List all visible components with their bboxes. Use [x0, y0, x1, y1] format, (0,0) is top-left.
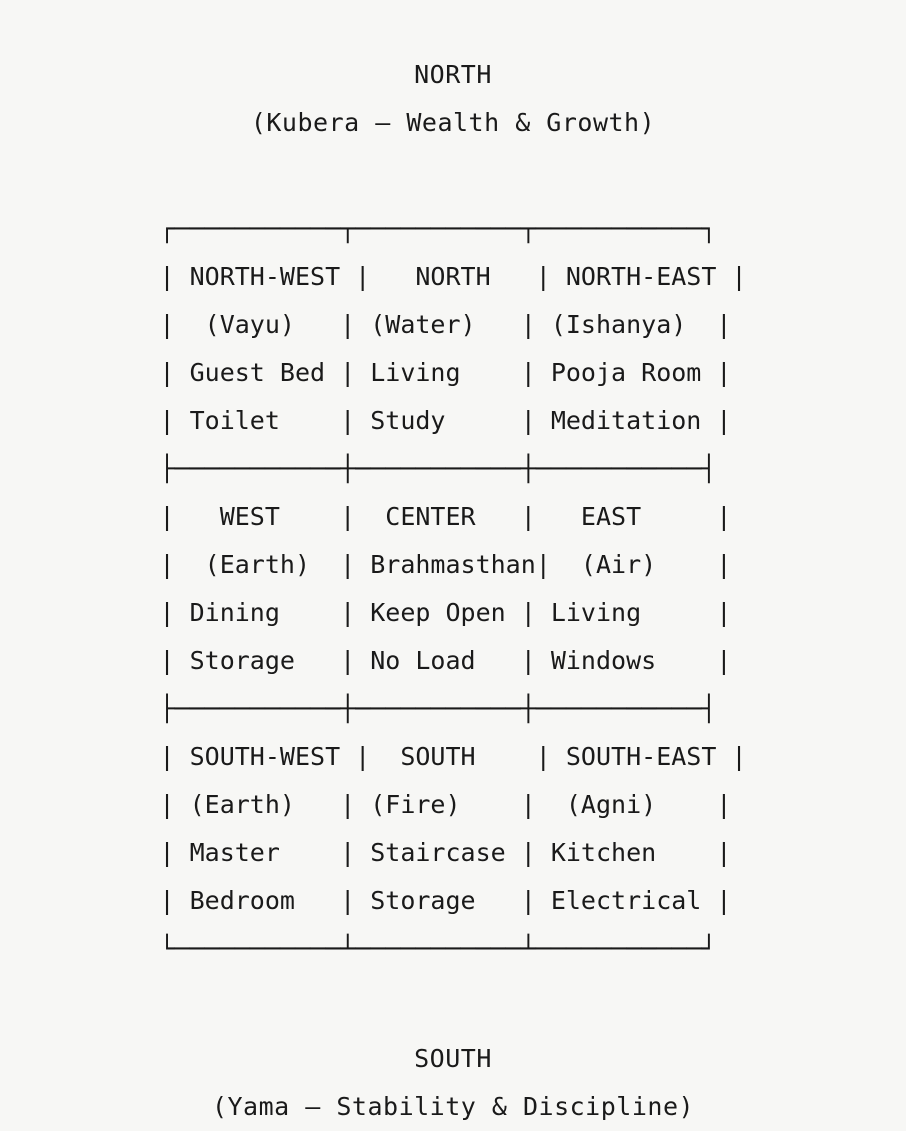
north-caption-block: NORTH (Kubera — Wealth & Growth): [251, 51, 655, 147]
grid-row-3-direction-line: | SOUTH-WEST | SOUTH | SOUTH-EAST |: [159, 742, 747, 771]
vastu-ascii-grid: ┌───────────┬───────────┬───────────┐ | …: [160, 205, 747, 973]
grid-separator-2: ├───────────┼───────────┼───────────┤: [159, 694, 717, 723]
south-deity-subtitle: (Yama — Stability & Discipline): [211, 1092, 695, 1121]
grid-row-3-use-line-1: | Master | Staircase | Kitchen |: [159, 838, 732, 867]
grid-row-2-use-line-1: | Dining | Keep Open | Living |: [159, 598, 732, 627]
grid-top-border: ┌───────────┬───────────┬───────────┐: [159, 214, 717, 243]
grid-row-1-use-line-1: | Guest Bed | Living | Pooja Room |: [159, 358, 732, 387]
vastu-grid-container: ┌───────────┬───────────┬───────────┐ | …: [0, 205, 906, 973]
grid-row-2-element-line: | (Earth) | Brahmasthan| (Air) |: [159, 550, 732, 579]
grid-row-1-direction-line: | NORTH-WEST | NORTH | NORTH-EAST |: [159, 262, 747, 291]
grid-row-1-element-line: | (Vayu) | (Water) | (Ishanya) |: [159, 310, 732, 339]
north-deity-subtitle: (Kubera — Wealth & Growth): [250, 108, 656, 137]
grid-row-3-use-line-2: | Bedroom | Storage | Electrical |: [159, 886, 732, 915]
south-direction-label: SOUTH: [414, 1044, 492, 1073]
grid-separator-1: ├───────────┼───────────┼───────────┤: [159, 454, 717, 483]
grid-row-3-element-line: | (Earth) | (Fire) | (Agni) |: [159, 790, 732, 819]
north-direction-label: NORTH: [414, 60, 492, 89]
grid-row-2-use-line-2: | Storage | No Load | Windows |: [159, 646, 732, 675]
grid-row-1-use-line-2: | Toilet | Study | Meditation |: [159, 406, 732, 435]
south-caption-block: SOUTH (Yama — Stability & Discipline): [212, 1035, 694, 1131]
grid-row-2-direction-line: | WEST | CENTER | EAST |: [159, 502, 732, 531]
grid-bottom-border: └───────────┴───────────┴───────────┘: [159, 934, 717, 963]
